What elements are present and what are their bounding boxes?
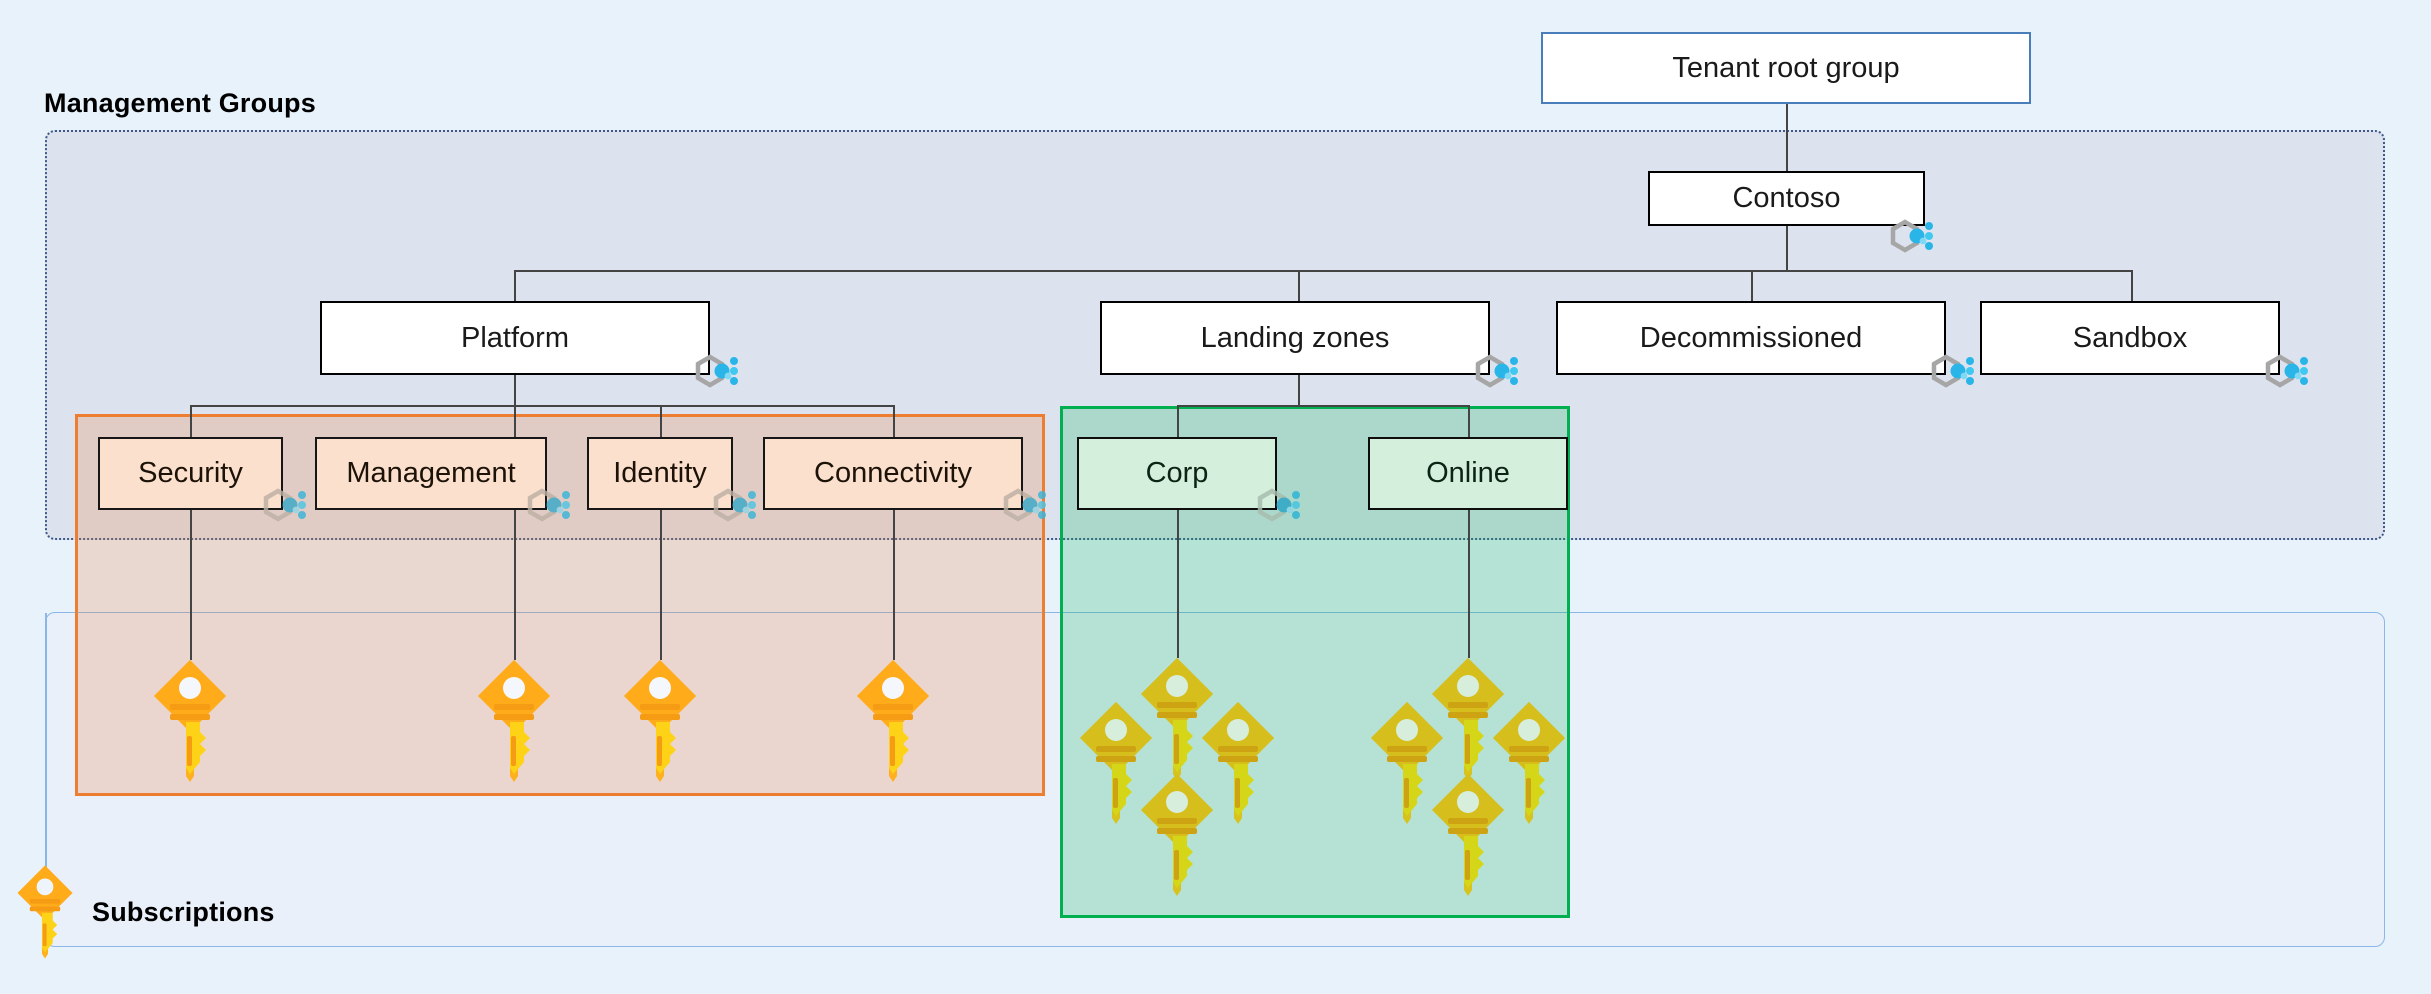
subscription-key-icon <box>1365 698 1449 828</box>
connector-bus-level2 <box>514 270 2131 272</box>
subscription-key-icon <box>1426 770 1510 900</box>
subscription-key-icon <box>1135 654 1219 784</box>
subscription-key-icon <box>1487 698 1571 828</box>
connector-contoso-down <box>1786 226 1788 271</box>
connector-drop-landing-zones <box>1298 270 1300 301</box>
connector-bus-lz-children <box>1177 405 1470 407</box>
subscriptions-legend-key-icon <box>13 862 77 962</box>
connector-management-to-subscription <box>514 510 516 660</box>
connector-root-to-contoso <box>1786 104 1788 171</box>
connector-drop-identity <box>660 405 662 443</box>
subscriptions-region <box>45 612 2385 947</box>
subscription-key-icon <box>1135 770 1219 900</box>
connector-drop-connectivity <box>893 405 895 443</box>
node-corp[interactable]: Corp <box>1077 437 1277 510</box>
connector-drop-sandbox <box>2131 270 2133 301</box>
connector-security-to-subscription <box>190 510 192 660</box>
connector-online-to-subscriptions <box>1468 510 1470 658</box>
node-identity[interactable]: Identity <box>587 437 733 510</box>
connector-corp-to-subscriptions <box>1177 510 1179 658</box>
subscription-key-icon <box>472 656 556 786</box>
connector-drop-security <box>190 405 192 443</box>
connector-bus-platform-children <box>190 405 893 407</box>
node-decommissioned[interactable]: Decommissioned <box>1556 301 1946 375</box>
connector-drop-platform <box>514 270 516 301</box>
connector-connectivity-to-subscription <box>893 510 895 660</box>
connector-drop-management <box>514 405 516 443</box>
connector-drop-online <box>1468 405 1470 443</box>
node-landing-zones[interactable]: Landing zones <box>1100 301 1490 375</box>
node-management[interactable]: Management <box>315 437 547 510</box>
node-security[interactable]: Security <box>98 437 283 510</box>
connector-identity-to-subscription <box>660 510 662 660</box>
node-tenant-root-group[interactable]: Tenant root group <box>1541 32 2031 104</box>
subscription-key-icon <box>851 656 935 786</box>
management-groups-label: Management Groups <box>44 88 316 118</box>
subscription-key-icon <box>618 656 702 786</box>
node-platform[interactable]: Platform <box>320 301 710 375</box>
connector-drop-corp <box>1177 405 1179 443</box>
connector-platform-down <box>514 375 516 406</box>
node-online[interactable]: Online <box>1368 437 1568 510</box>
subscription-key-icon <box>1426 654 1510 784</box>
connector-landing-zones-down <box>1298 375 1300 406</box>
subscriptions-label: Subscriptions <box>92 897 275 927</box>
subscription-key-icon <box>1074 698 1158 828</box>
node-sandbox[interactable]: Sandbox <box>1980 301 2280 375</box>
connector-legend-key-stem <box>45 613 47 883</box>
subscription-key-icon <box>148 656 232 786</box>
node-connectivity[interactable]: Connectivity <box>763 437 1023 510</box>
subscription-key-icon <box>1196 698 1280 828</box>
connector-drop-decommissioned <box>1751 270 1753 301</box>
node-contoso[interactable]: Contoso <box>1648 171 1925 226</box>
